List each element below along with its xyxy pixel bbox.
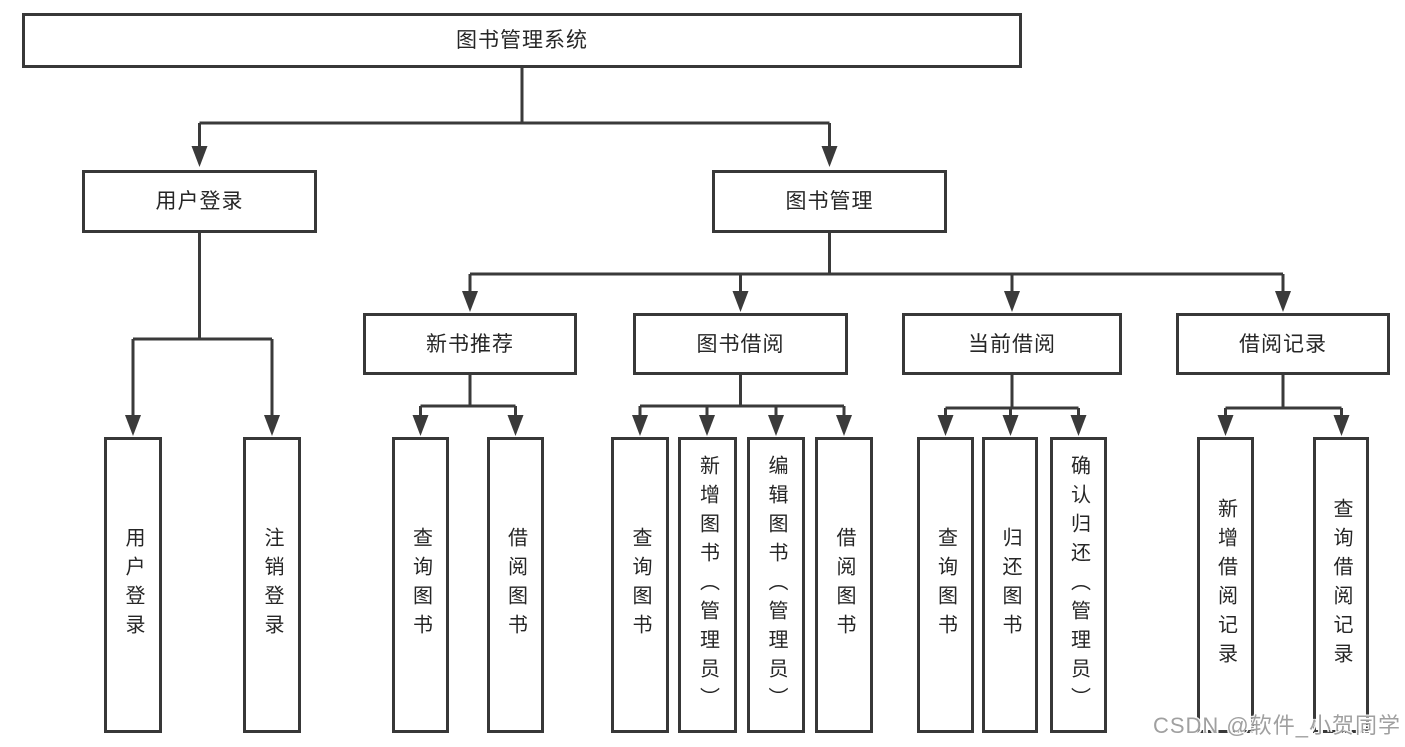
leaf-query-books-borrowing: 查询图书 <box>611 437 669 733</box>
arrowhead <box>821 146 838 167</box>
node-borrowing-records: 借阅记录 <box>1176 313 1390 375</box>
connector-current-borrowing <box>944 375 1080 418</box>
leaf-edit-books-admin: 编辑图书（管理员） <box>747 437 805 733</box>
arrowhead <box>1217 415 1234 436</box>
leaf-add-books-admin: 新增图书（管理员） <box>678 437 737 733</box>
leaf-logout: 注销登录 <box>243 437 301 733</box>
leaf-confirm-return-admin: 确认归还（管理员） <box>1050 437 1107 733</box>
arrowhead <box>1002 415 1019 436</box>
node-system-root: 图书管理系统 <box>22 13 1022 68</box>
node-book-borrowing: 图书借阅 <box>633 313 848 375</box>
leaf-add-borrow-record: 新增借阅记录 <box>1197 437 1254 733</box>
arrowhead <box>1275 291 1291 312</box>
connector-book-management <box>468 233 1285 293</box>
connector-new-book-recommend <box>419 375 517 418</box>
leaf-query-books-recommend: 查询图书 <box>392 437 449 733</box>
arrowhead <box>732 291 749 312</box>
connector-borrowing-records <box>1224 375 1343 418</box>
leaf-borrow-books-recommend: 借阅图书 <box>487 437 544 733</box>
node-current-borrowing: 当前借阅 <box>902 313 1122 375</box>
node-user-login: 用户登录 <box>82 170 317 233</box>
arrowhead <box>768 415 784 436</box>
arrowhead <box>412 415 429 436</box>
arrowhead <box>836 415 852 436</box>
arrowhead <box>264 415 280 436</box>
arrowhead <box>632 415 648 436</box>
node-book-management: 图书管理 <box>712 170 947 233</box>
node-new-book-recommend: 新书推荐 <box>363 313 577 375</box>
leaf-return-books: 归还图书 <box>982 437 1038 733</box>
arrowhead <box>125 415 141 436</box>
connector-root <box>198 68 831 150</box>
arrowhead <box>937 415 954 436</box>
arrowhead <box>507 415 524 436</box>
arrowhead <box>1333 415 1350 436</box>
csdn-watermark: CSDN @软件_小贺同学 <box>1152 713 1401 738</box>
leaf-query-borrow-record: 查询借阅记录 <box>1313 437 1369 733</box>
arrowhead <box>462 291 478 312</box>
leaf-query-books-current: 查询图书 <box>917 437 974 733</box>
arrowhead <box>1004 291 1020 312</box>
arrowhead <box>1070 415 1087 436</box>
arrowhead <box>191 146 208 167</box>
arrowhead <box>699 415 715 436</box>
leaf-user-login: 用户登录 <box>104 437 162 733</box>
connector-book-borrowing <box>638 375 846 418</box>
connector-user-login <box>131 233 274 418</box>
leaf-borrow-books-borrowing: 借阅图书 <box>815 437 873 733</box>
